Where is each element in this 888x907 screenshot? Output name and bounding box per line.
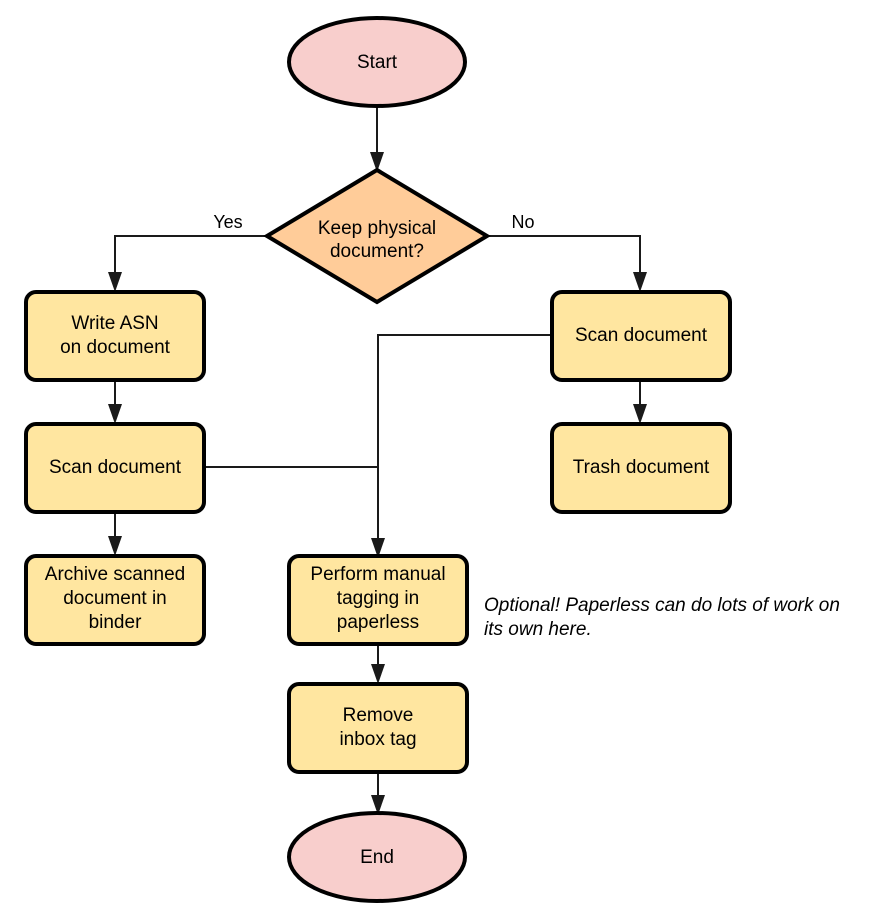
scan-left-label: Scan document	[49, 457, 182, 478]
node-trash-document[interactable]: Trash document	[550, 422, 732, 514]
node-end[interactable]: End	[287, 811, 467, 903]
note-line1: Optional! Paperless can do lots of work …	[484, 595, 840, 616]
write-asn-label-line2: on document	[60, 337, 171, 358]
edge-label-no: No	[511, 212, 534, 232]
archive-label-line1: Archive scanned	[45, 564, 185, 585]
edge-label-yes: Yes	[213, 212, 242, 232]
node-perform-manual-tagging[interactable]: Perform manual tagging in paperless	[287, 554, 469, 646]
tagging-label-line1: Perform manual	[310, 564, 445, 585]
edge-write-asn-to-scan-left	[108, 380, 122, 424]
end-label: End	[360, 847, 394, 868]
remove-tag-label-line1: Remove	[343, 705, 414, 726]
archive-label-line3: binder	[89, 612, 142, 633]
decision-label-line2: document?	[330, 241, 424, 262]
edge-remove-tag-to-end	[371, 772, 385, 815]
trash-label: Trash document	[573, 457, 710, 478]
tagging-box-shape	[287, 554, 469, 646]
tagging-label-line2: tagging in	[337, 588, 419, 609]
start-label: Start	[357, 52, 398, 73]
scan-left-box-shape	[24, 422, 206, 514]
edge-scan-left-to-archive	[108, 512, 122, 556]
note-line2: its own here.	[484, 619, 592, 640]
write-asn-box-shape	[24, 290, 206, 382]
edge-start-to-decision	[370, 105, 384, 172]
end-ellipse-shape	[287, 811, 467, 903]
node-start[interactable]: Start	[287, 16, 467, 108]
remove-tag-box-shape	[287, 682, 469, 774]
edge-scan-right-to-trash	[633, 380, 647, 424]
node-archive-scanned-document[interactable]: Archive scanned document in binder	[24, 554, 206, 646]
edge-decision-to-scan-right	[489, 235, 647, 292]
archive-label-line2: document in	[63, 588, 167, 609]
scan-right-label: Scan document	[575, 325, 708, 346]
decision-label-line1: Keep physical	[318, 218, 436, 239]
write-asn-label-line1: Write ASN	[71, 313, 158, 334]
start-ellipse-shape	[287, 16, 467, 108]
tagging-label-line3: paperless	[337, 612, 419, 633]
remove-tag-label-line2: inbox tag	[339, 729, 416, 750]
trash-box-shape	[550, 422, 732, 514]
node-decision-keep-physical-document[interactable]: Keep physical document?	[263, 167, 491, 305]
node-write-asn-on-document[interactable]: Write ASN on document	[24, 290, 206, 382]
node-remove-inbox-tag[interactable]: Remove inbox tag	[287, 682, 469, 774]
decision-diamond-shape	[263, 167, 491, 305]
archive-box-shape	[24, 554, 206, 646]
note-optional-paperless: Optional! Paperless can do lots of work …	[484, 595, 840, 640]
node-scan-document-right[interactable]: Scan document	[550, 290, 732, 382]
scan-right-box-shape	[550, 290, 732, 382]
edge-decision-to-write-asn	[108, 235, 265, 292]
edge-scan-right-to-tagging	[371, 334, 552, 558]
edge-tagging-to-remove-tag	[371, 643, 385, 684]
node-scan-document-left[interactable]: Scan document	[24, 422, 206, 514]
